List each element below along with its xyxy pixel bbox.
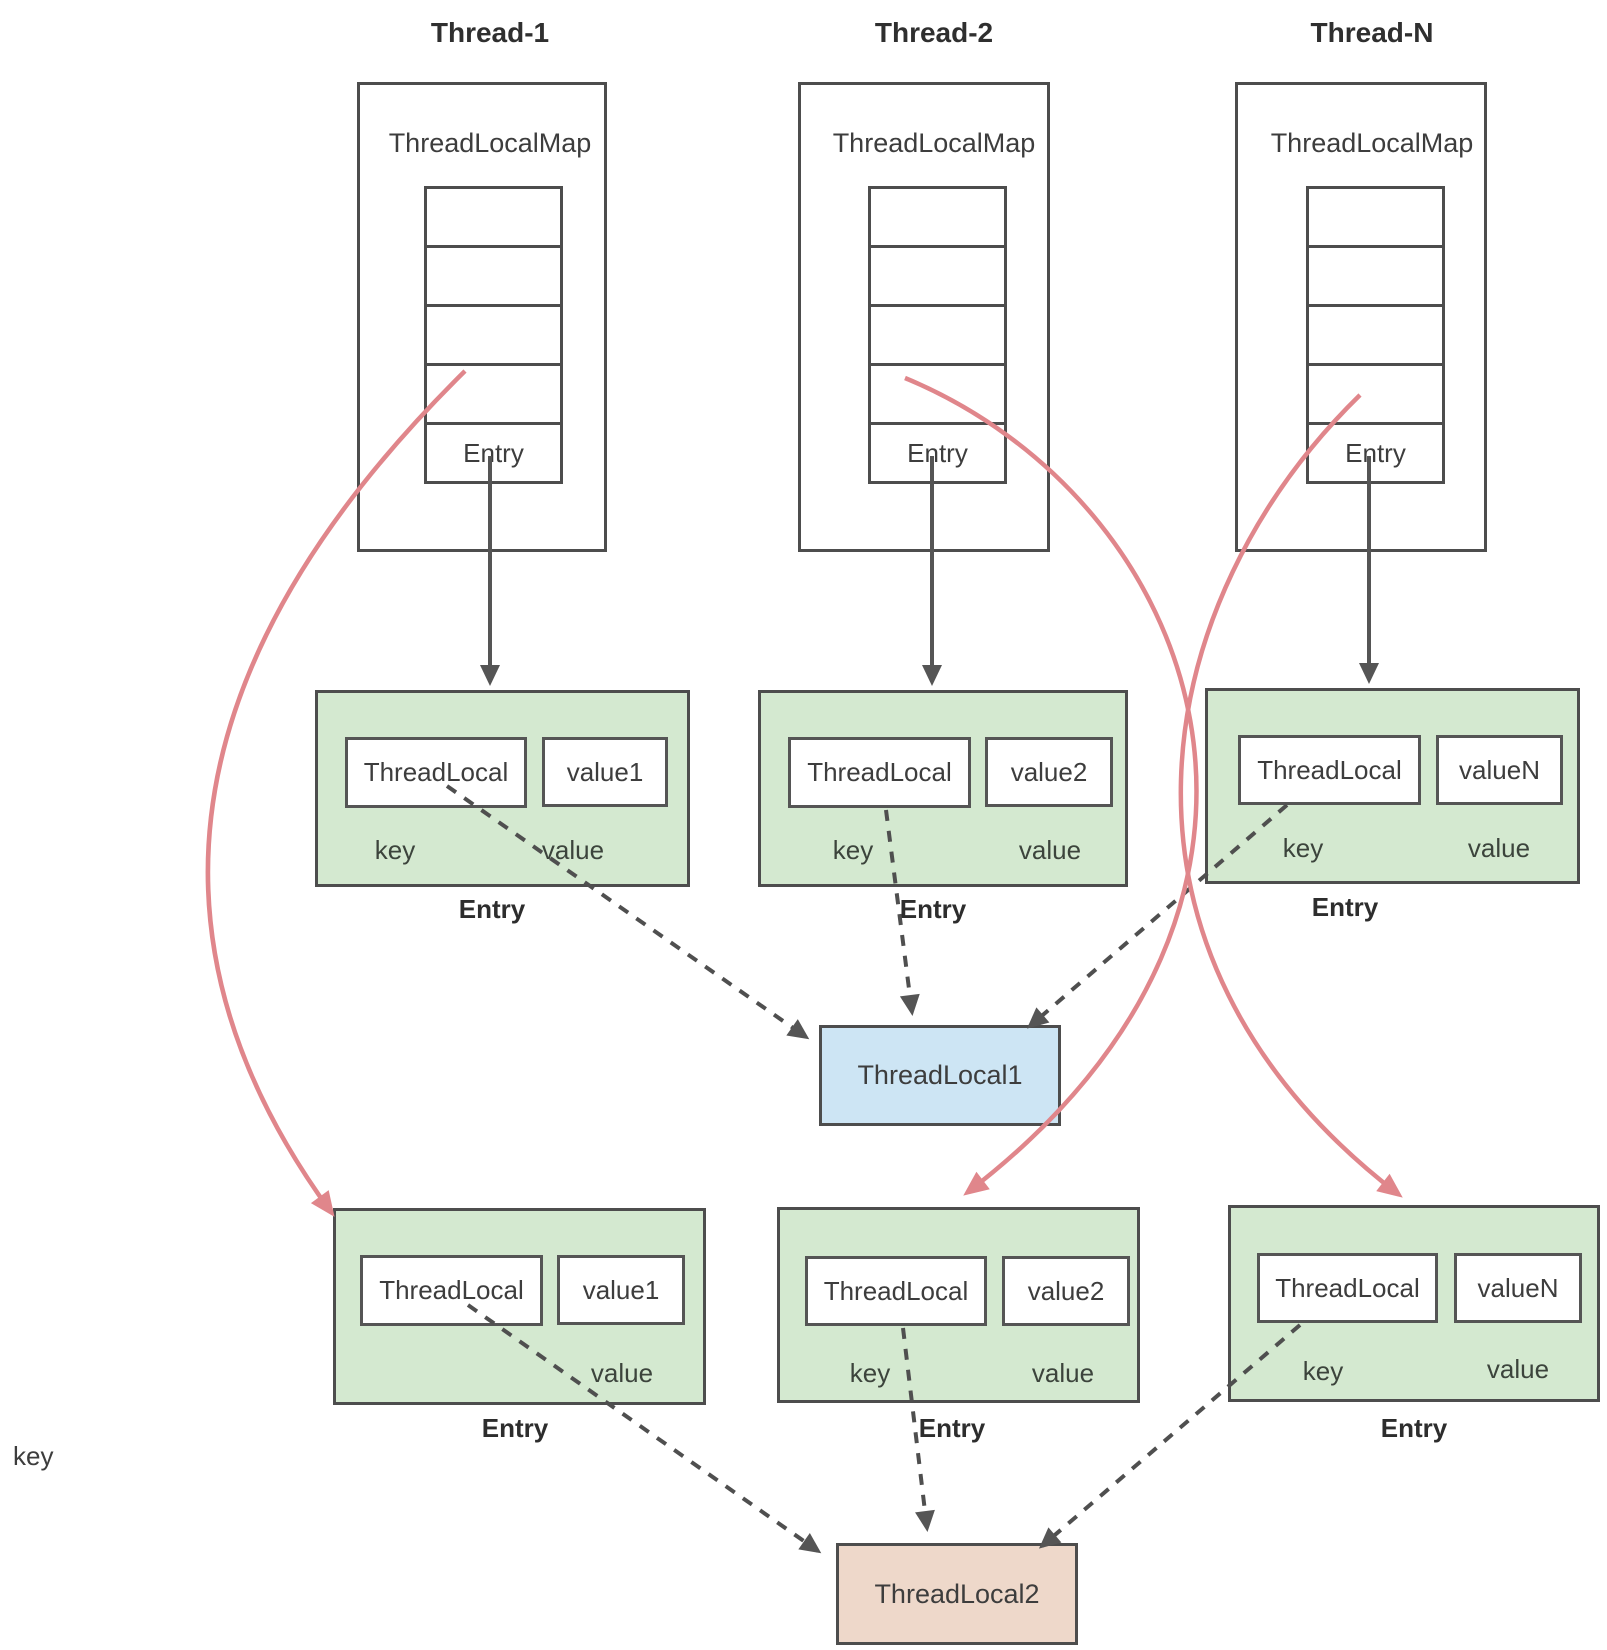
thread-2-title: Thread-2 — [874, 17, 994, 48]
map-slot — [1306, 304, 1445, 366]
value-label: value — [590, 1357, 654, 1388]
thread-1-map-slots: Entry — [424, 186, 563, 484]
map-slot — [868, 304, 1007, 366]
value-box: valueN — [1436, 735, 1563, 805]
value-label: value — [1031, 1357, 1095, 1388]
map-slot — [1306, 245, 1445, 307]
key-label: key — [1302, 1355, 1344, 1386]
thread-n-map-slots: Entry — [1306, 186, 1445, 484]
map-slot — [1306, 186, 1445, 248]
value-box: value1 — [557, 1255, 685, 1325]
key-box: ThreadLocal — [345, 737, 527, 808]
threadlocal1-box: ThreadLocal1 — [819, 1025, 1061, 1126]
thread-1-map-label: ThreadLocalMap — [388, 127, 592, 158]
value-label: value — [1018, 834, 1082, 865]
map-slot — [424, 186, 563, 248]
misplaced-key-label: key — [13, 1441, 54, 1471]
thread-1-title: Thread-1 — [430, 17, 550, 48]
entry-caption: Entry — [1311, 891, 1379, 922]
map-slot — [424, 363, 563, 425]
entry-caption: Entry — [1380, 1412, 1448, 1443]
value-label: value — [1467, 832, 1531, 863]
thread-2-map-slots: Entry — [868, 186, 1007, 484]
key-box: ThreadLocal — [788, 737, 971, 808]
map-slot — [424, 304, 563, 366]
entry-caption: Entry — [918, 1412, 986, 1443]
map-slot — [1306, 363, 1445, 425]
key-label: key — [1282, 832, 1324, 863]
map-entry-cell: Entry — [424, 422, 563, 484]
thread-2-map-label: ThreadLocalMap — [832, 127, 1036, 158]
map-entry-cell: Entry — [868, 422, 1007, 484]
value-box: valueN — [1454, 1253, 1582, 1323]
value-box: value2 — [985, 737, 1113, 807]
threadlocal2-box: ThreadLocal2 — [836, 1543, 1078, 1645]
key-label: key — [374, 834, 416, 865]
value-label: value — [1486, 1353, 1550, 1384]
thread-n-title: Thread-N — [1310, 17, 1434, 48]
map-slot — [868, 186, 1007, 248]
value-label: value — [541, 834, 605, 865]
thread-n-map-label: ThreadLocalMap — [1270, 127, 1474, 158]
key-label: key — [849, 1357, 891, 1388]
key-box: ThreadLocal — [1257, 1253, 1438, 1323]
key-box: ThreadLocal — [360, 1255, 543, 1326]
entry-caption: Entry — [458, 893, 526, 924]
value-box: value2 — [1002, 1256, 1130, 1326]
map-slot — [868, 245, 1007, 307]
key-box: ThreadLocal — [805, 1256, 987, 1326]
value-box: value1 — [542, 737, 668, 807]
entry-caption: Entry — [481, 1412, 549, 1443]
key-label: key — [832, 834, 874, 865]
key-box: ThreadLocal — [1238, 735, 1421, 805]
entry-caption: Entry — [899, 893, 967, 924]
map-entry-cell: Entry — [1306, 422, 1445, 484]
map-slot — [868, 363, 1007, 425]
map-slot — [424, 245, 563, 307]
